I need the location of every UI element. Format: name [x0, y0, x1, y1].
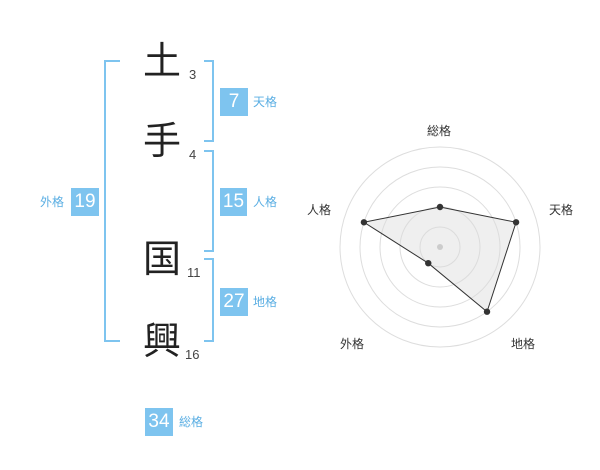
radar-ring: [379, 186, 501, 308]
chikaku-label: 地格: [253, 295, 278, 309]
name-char-2: 手: [143, 119, 182, 163]
radar-center-dot: [437, 244, 443, 250]
radar-label-tenkaku: 天格: [549, 203, 574, 217]
radar-ring: [359, 166, 521, 328]
radar-label-jinkaku: 人格: [307, 203, 332, 217]
gaikaku-bracket: [104, 60, 120, 342]
chikaku-bracket: [204, 258, 214, 342]
chikaku-badge: 27: [220, 288, 248, 316]
tenkaku-bracket: [204, 60, 214, 142]
radar-label-soukaku: 総格: [427, 124, 452, 138]
radar-label-chikaku: 地格: [511, 337, 536, 351]
radar-label-gaikaku: 外格: [340, 337, 365, 351]
stroke-count-2: 4: [189, 147, 197, 162]
tenkaku-badge: 7: [220, 88, 248, 116]
stroke-count-4: 16: [185, 347, 200, 362]
name-char-3: 国: [143, 237, 182, 281]
stroke-count-3: 11: [187, 265, 201, 280]
jinkaku-bracket: [204, 150, 214, 252]
radar-point-0: [436, 203, 444, 211]
gaikaku-label: 外格: [40, 195, 65, 209]
radar-ring: [419, 226, 461, 268]
name-char-1: 土: [143, 39, 182, 83]
radar-point-1: [512, 219, 520, 226]
soukaku-label: 総格: [179, 415, 204, 429]
radar-ring: [339, 146, 541, 348]
radar-point-4: [360, 219, 368, 226]
jinkaku-badge: 15: [220, 188, 247, 216]
radar-point-3: [425, 259, 432, 267]
radar-series-area: [362, 206, 517, 313]
soukaku-badge: 34: [145, 408, 173, 436]
tenkaku-label: 天格: [253, 95, 278, 109]
stroke-count-1: 3: [189, 67, 197, 82]
gaikaku-badge: 19: [71, 188, 99, 216]
jinkaku-label: 人格: [253, 195, 278, 209]
name-char-4: 興: [143, 319, 182, 363]
radar-point-2: [483, 308, 491, 315]
